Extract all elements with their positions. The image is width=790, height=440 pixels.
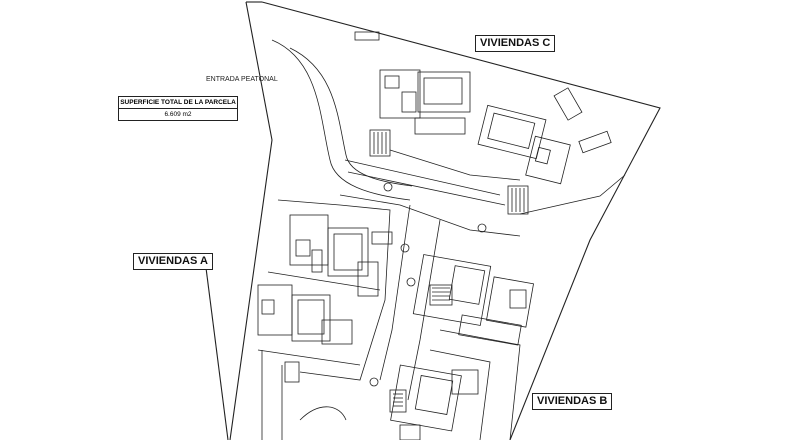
viviendas-b-block: [389, 254, 534, 440]
viviendas-c-block: [344, 31, 626, 233]
label-viviendas-c: VIVIENDAS C: [475, 35, 556, 52]
viviendas-a-block: [257, 199, 393, 440]
parcel-boundary: [204, 1, 661, 440]
label-entrada-peatonal: ENTRADA PEATONAL: [206, 76, 278, 83]
label-viviendas-b: VIVIENDAS B: [532, 393, 613, 410]
superficie-title: SUPERFICIE TOTAL DE LA PARCELA: [119, 97, 237, 109]
label-viviendas-a: VIVIENDAS A: [133, 253, 213, 270]
superficie-value: 6.609 m2: [164, 111, 192, 118]
central-corridor: [339, 194, 521, 401]
pedestrian-path: [271, 39, 413, 201]
superficie-table: SUPERFICIE TOTAL DE LA PARCELA 6.609 m2: [118, 96, 238, 121]
